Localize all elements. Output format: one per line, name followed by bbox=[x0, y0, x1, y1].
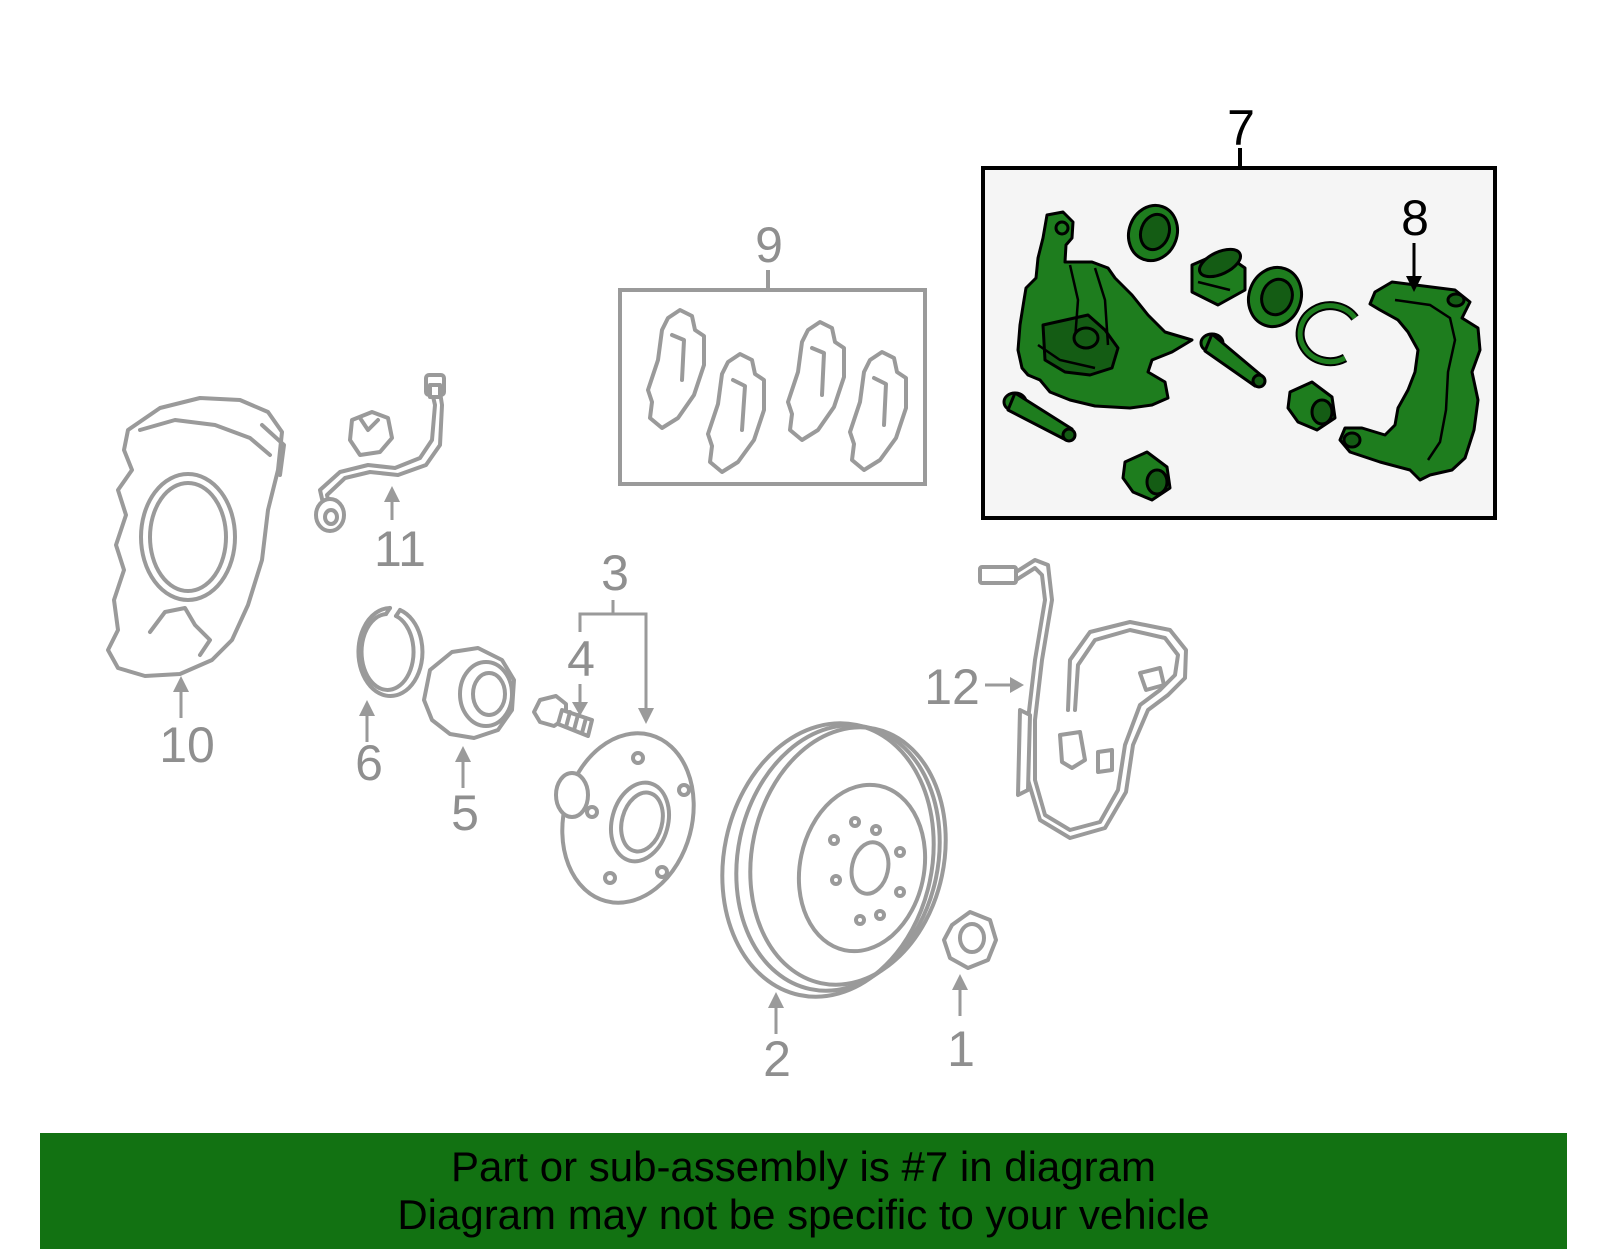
arrow-8 bbox=[1406, 243, 1422, 292]
wheel-bearing[interactable] bbox=[422, 646, 516, 740]
callout-9: 9 bbox=[755, 217, 783, 273]
arrow-5 bbox=[455, 746, 471, 788]
callout-2: 2 bbox=[763, 1031, 791, 1087]
footer-banner: Part or sub-assembly is #7 in diagram Di… bbox=[40, 1133, 1567, 1249]
caliper-bracket[interactable] bbox=[1338, 280, 1482, 482]
brake-hose[interactable] bbox=[314, 373, 446, 533]
callout-12: 12 bbox=[924, 659, 980, 715]
snap-ring[interactable] bbox=[1295, 301, 1359, 367]
arrow-1 bbox=[952, 974, 968, 1016]
wheel-hub[interactable] bbox=[544, 718, 712, 917]
dust-boot[interactable] bbox=[1240, 260, 1309, 334]
callout-11: 11 bbox=[374, 521, 426, 577]
footer-line-2: Diagram may not be specific to your vehi… bbox=[397, 1191, 1210, 1238]
splash-shield[interactable] bbox=[106, 396, 286, 678]
brake-rotor[interactable] bbox=[698, 703, 969, 1016]
arrow-4 bbox=[572, 684, 588, 716]
callout-10: 10 bbox=[159, 717, 215, 773]
bushing-lower[interactable] bbox=[1121, 450, 1172, 502]
retaining-ring[interactable] bbox=[356, 606, 425, 698]
brake-pads[interactable] bbox=[646, 308, 908, 474]
callout-6: 6 bbox=[355, 735, 383, 791]
callout-3: 3 bbox=[601, 545, 629, 601]
callout-7: 7 bbox=[1227, 100, 1255, 156]
caliper-body[interactable] bbox=[1016, 210, 1194, 410]
callout-4: 4 bbox=[567, 631, 595, 687]
hub-bolt[interactable] bbox=[532, 694, 594, 738]
hub-nut[interactable] bbox=[942, 910, 998, 970]
callout-1: 1 bbox=[947, 1021, 975, 1077]
callout-8: 8 bbox=[1401, 190, 1429, 246]
arrow-11 bbox=[384, 486, 400, 520]
arrow-6 bbox=[359, 700, 375, 742]
arrow-10 bbox=[173, 676, 189, 718]
guide-pin-lower[interactable] bbox=[1002, 391, 1077, 443]
piston[interactable] bbox=[1190, 244, 1247, 307]
abs-sensor[interactable] bbox=[978, 558, 1188, 840]
callout-5: 5 bbox=[451, 785, 479, 841]
bushing-upper[interactable] bbox=[1286, 380, 1337, 432]
piston-seal[interactable] bbox=[1121, 198, 1185, 267]
arrow-12 bbox=[985, 677, 1024, 693]
bracket-3 bbox=[578, 600, 654, 724]
footer-line-1: Part or sub-assembly is #7 in diagram bbox=[451, 1143, 1156, 1190]
guide-pin-upper[interactable] bbox=[1199, 332, 1267, 389]
arrow-2 bbox=[768, 992, 784, 1034]
